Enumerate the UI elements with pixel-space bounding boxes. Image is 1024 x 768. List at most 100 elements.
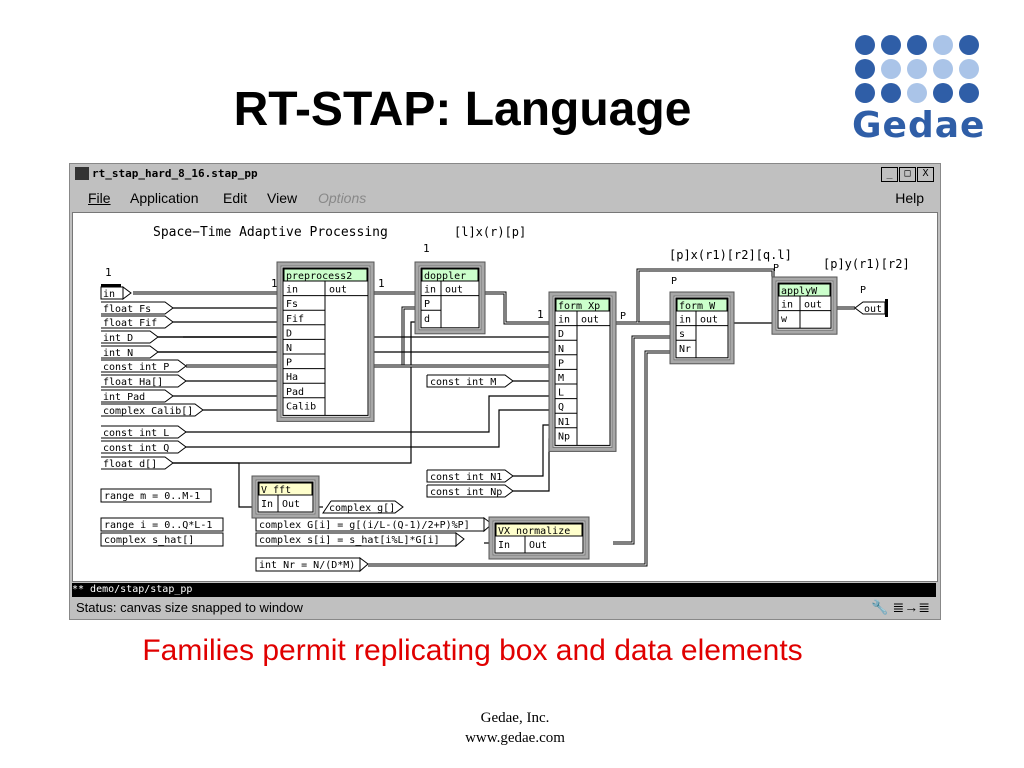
complex-G-expr[interactable]: complex G[i] = g[(i/L-(Q-1)/2+P)%P]	[255, 517, 493, 533]
svg-text:const int L: const int L	[103, 428, 169, 439]
input-in[interactable]: in	[100, 284, 132, 300]
minimize-button[interactable]: _	[881, 167, 898, 182]
const-int-n1[interactable]: const int N1	[426, 469, 514, 483]
input-int-n[interactable]: int N	[101, 345, 159, 359]
port-L: L	[558, 388, 564, 399]
svg-text:complex G[i] = g[(i/L-(Q-1)/2+: complex G[i] = g[(i/L-(Q-1)/2+P)%P]	[259, 520, 470, 531]
wrench-icon[interactable]: 🔧 ≣→≣	[871, 599, 930, 615]
label-pxr1: [p]x(r1)[r2][q.l]	[669, 248, 792, 262]
port-M: M	[558, 373, 564, 384]
port-P: P	[424, 299, 430, 310]
menu-help[interactable]: Help	[895, 190, 924, 206]
svg-text:float Ha[]: float Ha[]	[103, 377, 163, 388]
box-name: VX_normalize	[498, 526, 570, 537]
box-name: V_fft	[261, 485, 291, 496]
port-in: In	[261, 499, 273, 510]
close-button[interactable]: X	[917, 167, 934, 182]
menu-view[interactable]: View	[267, 190, 298, 206]
window-titlebar[interactable]: rt_stap_hard_8_16.stap_pp _ □ X	[72, 166, 938, 182]
slide-footer: Gedae, Inc. www.gedae.com	[400, 708, 630, 748]
input-complex-calib[interactable]: complex Calib[]	[101, 403, 204, 417]
port-out: out	[804, 300, 822, 311]
svg-text:float d[]: float d[]	[103, 459, 157, 470]
port-Np: Np	[558, 431, 570, 442]
output-out[interactable]: out	[854, 299, 888, 317]
box-name: doppler	[424, 271, 466, 282]
port-Q: Q	[558, 402, 564, 413]
input-int-d[interactable]: int D	[101, 330, 159, 344]
label-p-b: P	[671, 276, 677, 287]
port-N1: N1	[558, 417, 570, 428]
int-nr-expr[interactable]: int Nr = N/(D*M)	[255, 557, 369, 573]
input-int-pad[interactable]: int Pad	[101, 389, 174, 403]
complex-s-hat[interactable]: complex s_hat[]	[100, 532, 224, 547]
svg-text:const int N1: const int N1	[430, 472, 502, 483]
svg-text:range i = 0..Q*L-1: range i = 0..Q*L-1	[104, 520, 212, 531]
port-P: P	[558, 358, 564, 369]
status-text: Status: canvas size snapped to window	[76, 600, 303, 615]
window-app-icon	[75, 167, 89, 180]
port-N: N	[558, 344, 564, 355]
maximize-button[interactable]: □	[899, 167, 916, 182]
menu-options[interactable]: Options	[318, 190, 367, 206]
path-bar: ** demo/stap/stap_pp	[72, 583, 936, 597]
slide-title: RT-STAP: Language	[233, 83, 692, 136]
input-float-d[interactable]: float d[]	[101, 456, 174, 470]
port-out: out	[445, 285, 463, 296]
logo-text: Gedae	[852, 105, 986, 146]
range-i[interactable]: range i = 0..Q*L-1	[100, 517, 224, 532]
svg-text:int Nr = N/(D*M): int Nr = N/(D*M)	[259, 560, 355, 571]
port-out: out	[700, 315, 718, 326]
input-labels: in float Fs float Fif int D int N const …	[100, 284, 204, 470]
svg-text:int Pad: int Pad	[103, 392, 145, 403]
svg-text:const int Q: const int Q	[103, 443, 169, 454]
port-out: Out	[529, 540, 547, 551]
label-one-d: 1	[423, 242, 430, 255]
port-in: In	[498, 540, 510, 551]
menu-edit[interactable]: Edit	[223, 190, 248, 206]
box-name: preprocess2	[286, 271, 352, 282]
port-in: in	[781, 300, 793, 311]
complex-g-array[interactable]: complex g[]	[322, 500, 404, 514]
port-Fif: Fif	[286, 314, 304, 325]
box-name: form_W	[679, 301, 716, 312]
menu-application[interactable]: Application	[130, 190, 199, 206]
port-Ha: Ha	[286, 372, 298, 383]
menu-file[interactable]: File	[88, 190, 111, 206]
const-int-np[interactable]: const int Np	[426, 484, 514, 498]
svg-text:const int Np: const int Np	[430, 487, 502, 498]
input-float-fif[interactable]: float Fif	[101, 315, 174, 329]
diagram-canvas[interactable]: Space−Time Adaptive Processing [l]x(r)[p…	[72, 212, 938, 582]
window-title: rt_stap_hard_8_16.stap_pp	[92, 167, 258, 180]
input-const-int-q[interactable]: const int Q	[101, 440, 187, 454]
port-Nr: Nr	[679, 344, 691, 355]
input-const-int-l[interactable]: const int L	[101, 425, 187, 439]
menubar: File Application Edit View Options Help	[72, 186, 938, 210]
const-int-m[interactable]: const int M	[426, 374, 514, 388]
port-D: D	[286, 328, 292, 339]
box-name: applyW	[781, 286, 818, 297]
box-form_w[interactable]: form_Win sNr out	[669, 291, 735, 365]
range-m[interactable]: range m = 0..M-1	[100, 488, 212, 503]
complex-s-expr[interactable]: complex s[i] = s_hat[i%L]*G[i]	[255, 532, 465, 548]
port-P: P	[286, 358, 292, 369]
label-p-a: P	[620, 311, 626, 322]
svg-text:complex s_hat[]: complex s_hat[]	[104, 535, 194, 546]
port-d: d	[424, 314, 430, 325]
label-p-c: P	[773, 263, 779, 274]
port-s: s	[679, 329, 685, 340]
port-in: in	[679, 315, 691, 326]
input-float-ha[interactable]: float Ha[]	[101, 374, 187, 388]
input-float-fs[interactable]: float Fs	[101, 301, 174, 315]
svg-text:float Fs: float Fs	[103, 304, 151, 315]
svg-text:const int M: const int M	[430, 377, 496, 388]
svg-text:int D: int D	[103, 333, 133, 344]
port-Pad: Pad	[286, 387, 304, 398]
input-const-int-p[interactable]: const int P	[101, 359, 187, 373]
